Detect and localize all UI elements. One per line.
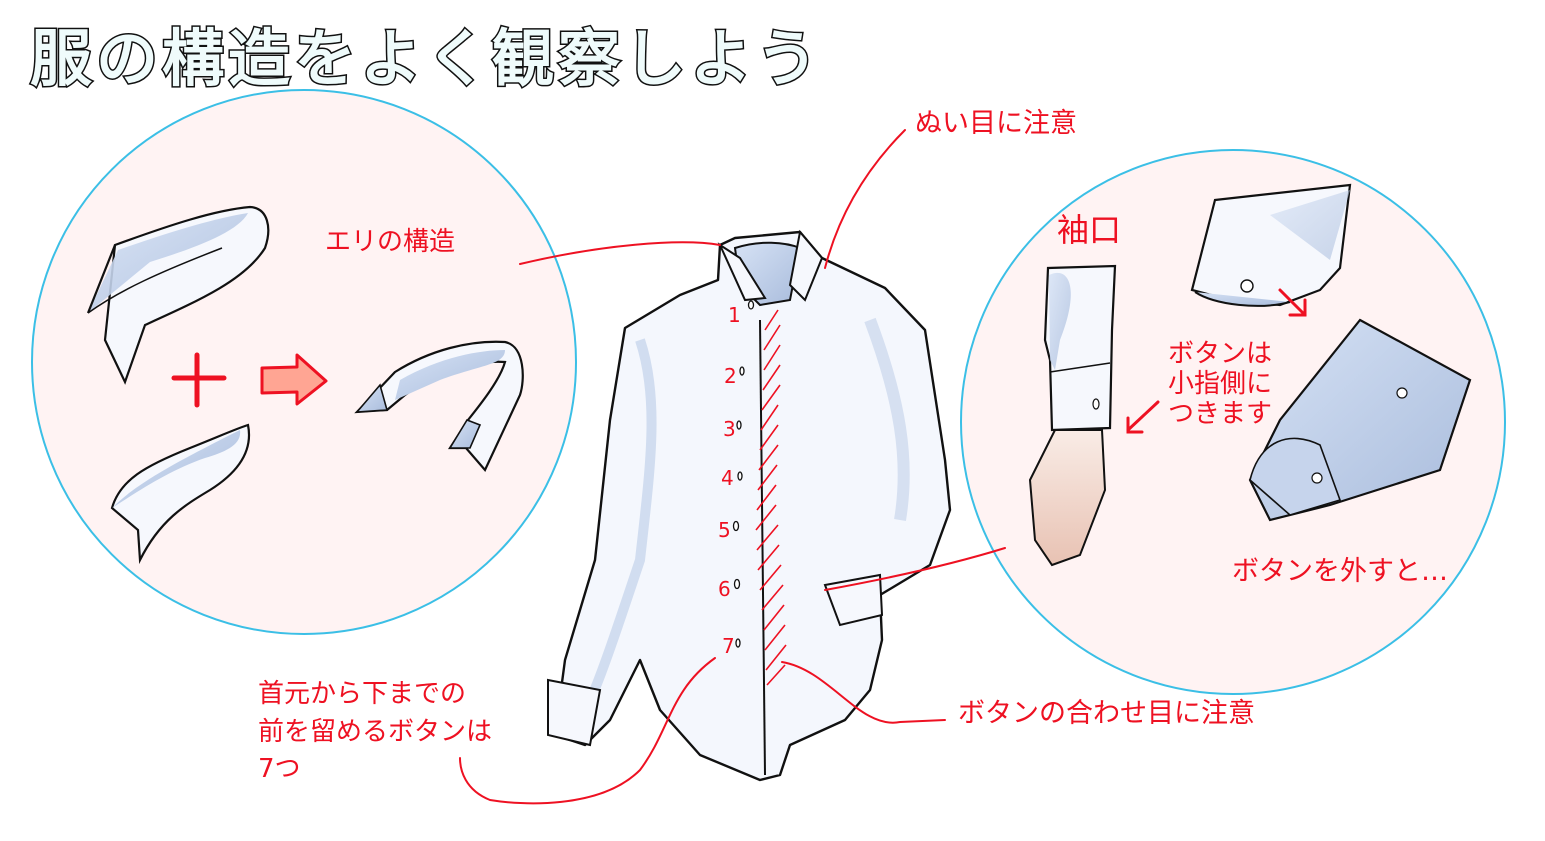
placket-hatching <box>755 309 787 686</box>
button-overlap-annotation: ボタンの合わせ目に注意 <box>958 698 1255 729</box>
collar-structure-label: エリの構造 <box>325 227 456 257</box>
buttoned-cuff <box>1190 183 1352 307</box>
button-number-7: 7 <box>722 634 735 658</box>
cuff-panel <box>960 149 1506 695</box>
collar-band-piece <box>110 423 251 565</box>
collar-assembled <box>354 340 524 473</box>
collar-top-piece <box>86 205 270 385</box>
down-right-arrow-icon <box>1278 288 1307 317</box>
cuff-label: 袖口 <box>1057 211 1122 249</box>
page-title: 服の構造をよく観察しよう <box>28 22 823 95</box>
seam-annotation: ぬい目に注意 <box>915 108 1077 139</box>
down-left-arrow-icon <box>1126 400 1160 434</box>
shirt-buttons <box>732 300 755 648</box>
button-side-note: ボタンは 小指側に つきます <box>1168 339 1273 429</box>
button-number-2: 2 <box>724 364 737 388</box>
button-number-4: 4 <box>721 466 734 490</box>
button-number-1: 1 <box>728 303 741 327</box>
plus-icon <box>171 352 227 408</box>
button-number-3: 3 <box>723 417 736 441</box>
leader-lines <box>459 129 1006 805</box>
shirt-illustration <box>547 229 952 782</box>
front-buttons-annotation: 首元から下までの 前を留めるボタンは 7つ <box>258 679 493 785</box>
button-number-6: 6 <box>718 577 731 601</box>
collar-structure-panel <box>31 89 577 635</box>
button-number-5: 5 <box>718 518 731 542</box>
unbutton-note: ボタンを外すと… <box>1232 556 1448 587</box>
right-arrow-icon <box>260 353 328 406</box>
sleeve-with-hand <box>1028 264 1117 567</box>
unbuttoned-cuff <box>1248 318 1472 522</box>
